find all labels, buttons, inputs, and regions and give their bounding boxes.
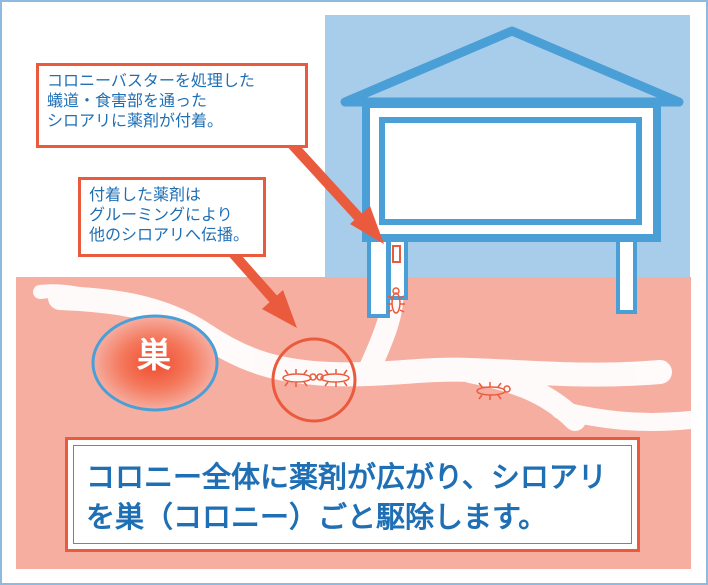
callout-line: シロアリに薬剤が付着。 bbox=[47, 111, 224, 130]
conclusion-message: コロニー全体に薬剤が広がり、シロアリ を巣（コロニー）ごと駆除します。 bbox=[65, 437, 640, 552]
termite-icon bbox=[476, 382, 511, 400]
callout-line: 蟻道・食害部を通った bbox=[47, 91, 208, 110]
message-line: を巣（コロニー）ごと駆除します。 bbox=[86, 500, 548, 534]
callout-bait-contact: コロニーバスターを処理した 蟻道・食害部を通った シロアリに薬剤が付着。 bbox=[36, 63, 308, 148]
message-line: コロニー全体に薬剤が広がり、シロアリ bbox=[86, 460, 607, 494]
termite-icon bbox=[316, 369, 350, 387]
grooming-highlight-circle bbox=[271, 337, 357, 423]
callout-line: グルーミングにより bbox=[89, 205, 233, 224]
house-window bbox=[379, 117, 642, 225]
callout-grooming-spread: 付着した薬剤は グルーミングにより 他のシロアリへ伝播。 bbox=[78, 177, 266, 257]
arrow-to-bait bbox=[283, 135, 384, 244]
bait-station bbox=[392, 245, 401, 263]
house-right-post bbox=[616, 238, 637, 314]
arrow-to-termites bbox=[225, 245, 297, 328]
termite-icon bbox=[282, 369, 317, 387]
house bbox=[340, 26, 684, 318]
nest bbox=[91, 314, 219, 412]
callout-line: コロニーバスターを処理した bbox=[47, 71, 255, 90]
house-left-post bbox=[367, 238, 390, 318]
house-wall bbox=[362, 100, 661, 242]
callout-line: 他のシロアリへ伝播。 bbox=[89, 225, 250, 244]
callout-line: 付着した薬剤は bbox=[89, 185, 202, 204]
termite-icon bbox=[387, 287, 405, 314]
nest-label: 巣 bbox=[137, 336, 171, 376]
